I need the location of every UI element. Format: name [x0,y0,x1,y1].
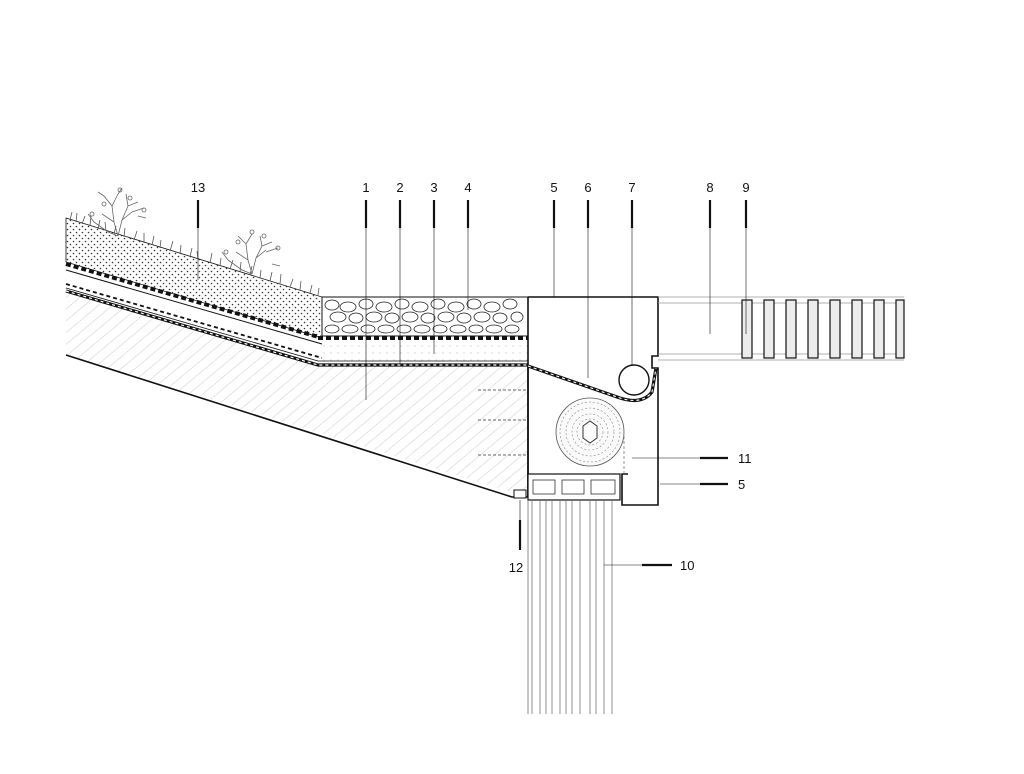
label-1: 1 [362,180,369,195]
waterproof-membrane [65,287,528,367]
grating-bars [741,299,905,359]
drip-profile [513,489,527,499]
window-glazing [527,500,613,714]
label-12: 12 [509,560,523,575]
shrub-right [221,229,281,275]
label-5-top: 5 [550,180,557,195]
gutter-liner [527,364,658,403]
callout-labels: 13 1 2 3 4 5 6 7 8 9 11 5 10 12 [191,180,752,575]
grass-vegetation [69,211,320,296]
label-13: 13 [191,180,205,195]
insulation-layer [318,340,528,365]
label-3: 3 [430,180,437,195]
grating-walkway [658,296,904,361]
label-8: 8 [706,180,713,195]
label-7: 7 [628,180,635,195]
leader-lines [196,200,748,567]
label-6: 6 [584,180,591,195]
gravel-strip [318,296,529,340]
label-5-side: 5 [738,477,745,492]
drain-pipe [618,364,650,396]
shrub-left [87,187,147,237]
label-11: 11 [738,451,752,466]
label-9: 9 [742,180,749,195]
green-roof-substrate [65,217,323,359]
label-4: 4 [464,180,471,195]
roller-blind-coil [555,397,625,474]
label-2: 2 [396,180,403,195]
window-frame-profile [527,473,621,501]
label-10: 10 [680,558,694,573]
